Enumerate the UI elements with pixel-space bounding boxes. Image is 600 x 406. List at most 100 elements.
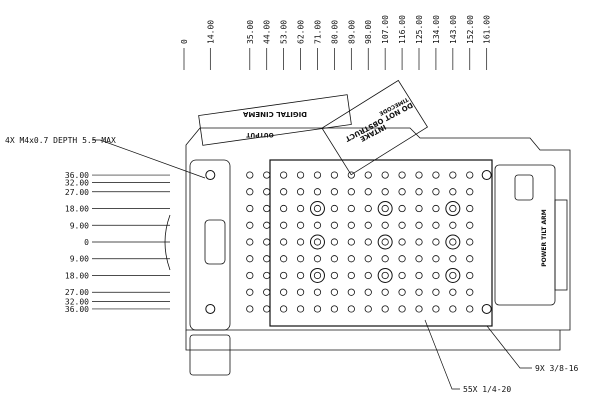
mount-hole	[280, 305, 288, 313]
mount-hole	[347, 171, 355, 179]
mount-hole	[296, 238, 305, 246]
mount-hole	[330, 305, 338, 313]
mount-hole	[296, 255, 305, 263]
mount-hole	[432, 171, 440, 179]
mount-hole	[449, 271, 457, 280]
mount-hole	[398, 188, 406, 196]
mount-hole	[364, 221, 372, 229]
y-dimension-label: 18.00	[65, 271, 89, 280]
mount-hole	[330, 171, 338, 179]
mount-hole	[347, 288, 355, 296]
x-dimension-label: 0	[180, 39, 189, 44]
mount-hole	[263, 255, 271, 263]
mount-hole	[415, 188, 423, 196]
mount-hole	[263, 221, 271, 229]
mount-hole	[381, 188, 389, 196]
mount-hole	[364, 305, 372, 313]
mount-hole	[330, 204, 338, 213]
mount-hole	[381, 171, 389, 179]
y-dimension-label: 36.00	[65, 305, 89, 314]
mount-hole	[466, 204, 474, 213]
mount-hole	[263, 204, 271, 213]
mount-hole	[415, 171, 423, 179]
callout-1-4-20: 55X 1/4-20	[463, 385, 511, 394]
mount-hole	[381, 288, 389, 296]
mount-hole	[263, 305, 271, 313]
mount-hole	[364, 255, 372, 263]
x-dimension-label: 161.00	[483, 15, 492, 44]
mount-hole	[246, 204, 254, 213]
mount-hole	[313, 171, 322, 179]
mount-hole	[330, 221, 338, 229]
mount-hole	[415, 288, 423, 296]
mount-hole	[398, 204, 406, 213]
x-dimension-label: 71.00	[313, 20, 322, 44]
x-dimension-label: 80.00	[330, 20, 339, 44]
mount-hole	[449, 305, 457, 313]
mount-hole	[449, 221, 457, 229]
x-dimension-label: 134.00	[432, 15, 441, 44]
y-dimension-label: 32.00	[65, 298, 89, 307]
m4-hole	[481, 170, 492, 181]
mount-hole	[296, 271, 305, 280]
mount-hole	[296, 305, 305, 313]
mount-hole	[263, 288, 271, 296]
large-3-8-hole	[309, 201, 325, 217]
mount-hole	[398, 271, 406, 280]
mount-hole	[432, 288, 440, 296]
m4-hole	[481, 303, 492, 314]
mount-hole	[313, 255, 322, 263]
y-dimension-label: 32.00	[65, 178, 89, 187]
mount-hole	[313, 238, 322, 246]
mount-hole	[381, 238, 389, 246]
x-dimension-label: 116.00	[398, 15, 407, 44]
mount-hole	[466, 305, 474, 313]
mount-hole	[313, 305, 322, 313]
mount-hole	[246, 288, 254, 296]
mount-hole	[330, 271, 338, 280]
mount-hole	[347, 305, 355, 313]
mount-hole	[381, 221, 389, 229]
mount-hole	[280, 221, 288, 229]
mount-hole	[449, 238, 457, 246]
x-dimension-label: 14.00	[206, 20, 215, 44]
mount-hole	[246, 171, 254, 179]
y-dimension-label: 9.00	[70, 255, 89, 264]
mount-hole	[263, 188, 271, 196]
mount-hole	[280, 188, 288, 196]
mount-hole	[330, 238, 338, 246]
m4-hole	[205, 170, 216, 181]
mount-hole	[398, 238, 406, 246]
mount-hole	[398, 288, 406, 296]
camera-body-outline	[164, 79, 571, 376]
mount-hole	[246, 271, 254, 280]
mount-hole	[415, 238, 423, 246]
x-dimension-label: 152.00	[466, 15, 475, 44]
mount-hole	[381, 204, 389, 213]
x-dimension-label: 98.00	[364, 20, 373, 44]
mount-hole	[246, 188, 254, 196]
mount-hole	[432, 238, 440, 246]
label-do-not-obstruct: DO NOT OBSTRUCT	[344, 101, 414, 144]
mount-hole	[313, 204, 322, 213]
mount-hole	[381, 255, 389, 263]
mount-hole	[449, 188, 457, 196]
mount-hole	[280, 288, 288, 296]
y-dimension-label: 18.00	[65, 205, 89, 214]
hole-grid	[205, 170, 492, 314]
mount-hole	[466, 171, 474, 179]
mount-hole	[432, 305, 440, 313]
mount-hole	[449, 171, 457, 179]
mount-hole	[296, 188, 305, 196]
mount-hole	[263, 271, 271, 280]
connector	[204, 219, 226, 265]
large-3-8-hole	[377, 267, 393, 283]
mount-hole	[296, 204, 305, 213]
mount-hole	[313, 288, 322, 296]
mount-hole	[432, 255, 440, 263]
mount-hole	[280, 171, 288, 179]
x-dimension-label: 107.00	[381, 15, 390, 44]
mount-hole	[364, 288, 372, 296]
